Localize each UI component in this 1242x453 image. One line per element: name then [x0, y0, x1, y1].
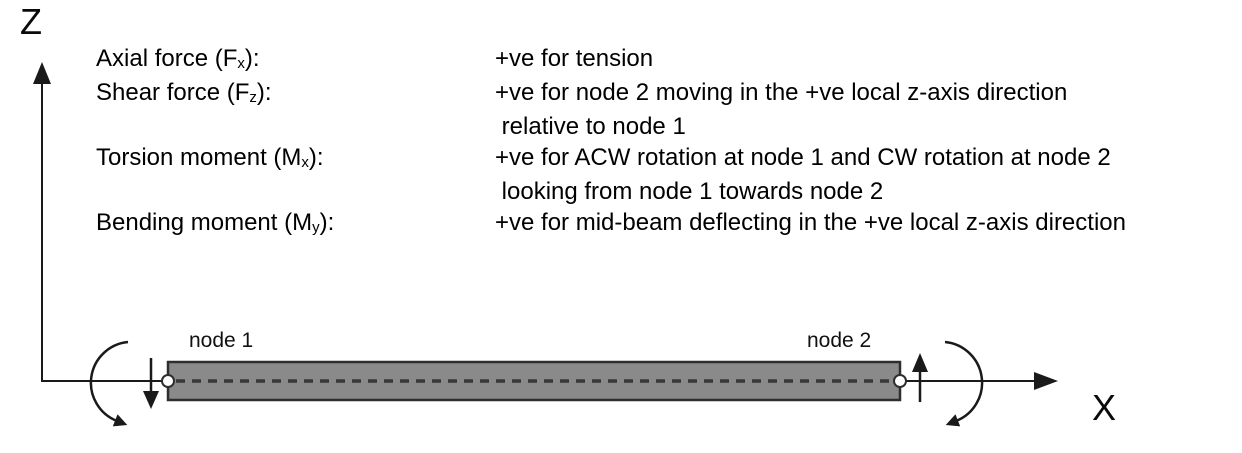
- moment-arc-node2-icon: [944, 340, 984, 427]
- quantity-text: Bending moment (M: [96, 209, 313, 236]
- quantity-suffix: ):: [308, 144, 324, 171]
- convention-row-torsion: Torsion moment (Mx): +ve for ACW rotatio…: [96, 142, 1126, 176]
- convention-row-axial: Axial force (Fx): +ve for tension: [96, 43, 1126, 77]
- z-axis-arrow-icon: [33, 62, 51, 84]
- node1-circle: [161, 374, 175, 388]
- quantity-label-torsion: Torsion moment (Mx):: [96, 142, 495, 176]
- convention-row-shear-cont: relative to node 1: [96, 111, 1126, 142]
- quantity-subscript: x: [301, 154, 309, 171]
- quantity-suffix: ):: [244, 45, 260, 72]
- convention-row-bending: Bending moment (My): +ve for mid-beam de…: [96, 207, 1126, 241]
- x-axis-arrow-icon: [1034, 372, 1058, 390]
- quantity-suffix: ):: [256, 79, 272, 106]
- convention-description: looking from node 1 towards node 2: [495, 178, 884, 205]
- shear-arrow-down-node1-icon: [143, 358, 159, 409]
- convention-description: +ve for ACW rotation at node 1 and CW ro…: [495, 144, 1111, 171]
- node1-label: node 1: [189, 329, 254, 352]
- z-axis: [33, 62, 51, 382]
- x-axis-label: X: [1092, 387, 1117, 428]
- moment-arc-node1-icon: [89, 340, 129, 427]
- node2-circle: [893, 374, 907, 388]
- sign-convention-table: Axial force (Fx): +ve for tension Shear …: [96, 43, 1126, 241]
- convention-row-torsion-cont: looking from node 1 towards node 2: [96, 176, 1126, 207]
- convention-description: +ve for node 2 moving in the +ve local z…: [495, 79, 1068, 106]
- quantity-label-axial: Axial force (Fx):: [96, 43, 495, 77]
- quantity-label-bending: Bending moment (My):: [96, 207, 495, 241]
- z-axis-label: Z: [20, 1, 42, 42]
- quantity-label-shear: Shear force (Fz):: [96, 77, 495, 111]
- node2-label: node 2: [807, 329, 872, 352]
- quantity-subscript: y: [312, 219, 320, 236]
- quantity-subscript: x: [237, 55, 245, 72]
- convention-description: +ve for mid-beam deflecting in the +ve l…: [495, 209, 1126, 236]
- shear-arrow-up-node2-icon: [912, 353, 928, 402]
- quantity-suffix: ):: [319, 209, 335, 236]
- quantity-text: Shear force (F: [96, 79, 250, 106]
- convention-description: +ve for tension: [495, 45, 654, 72]
- quantity-text: Axial force (F: [96, 45, 238, 72]
- quantity-subscript: z: [249, 89, 257, 106]
- convention-description: relative to node 1: [495, 113, 686, 140]
- quantity-text: Torsion moment (M: [96, 144, 302, 171]
- convention-row-shear: Shear force (Fz): +ve for node 2 moving …: [96, 77, 1126, 111]
